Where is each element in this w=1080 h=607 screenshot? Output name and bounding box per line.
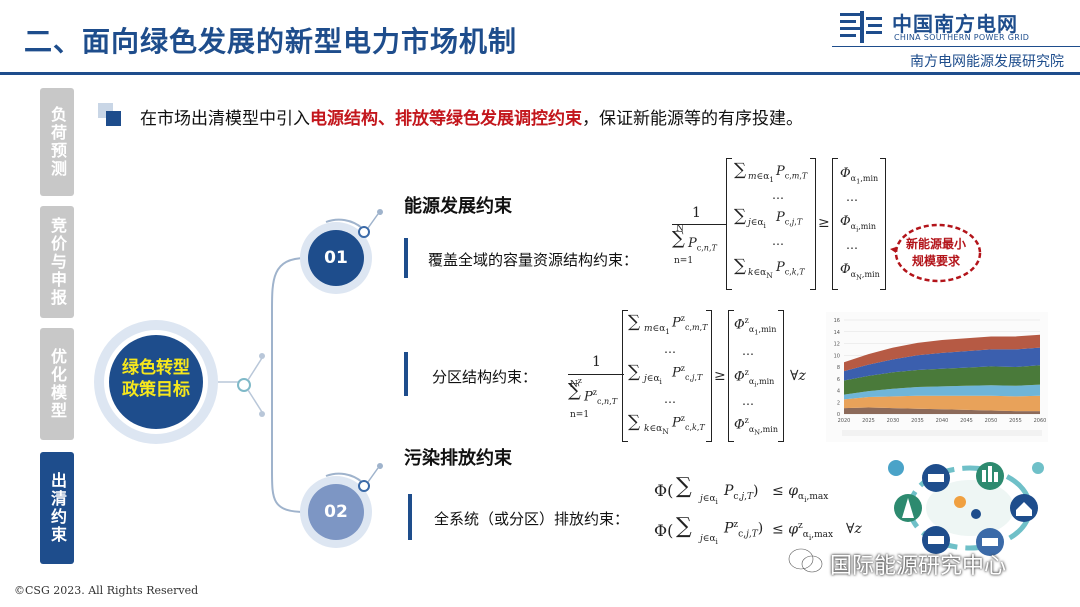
chart-y-tick-label: 0	[837, 412, 840, 418]
chart-x-tick-label: 2050	[985, 418, 998, 424]
chart-area-series-3	[844, 384, 1040, 400]
chart-x-tick-label: 2020	[838, 418, 851, 424]
intro-suffix: ，保证新能源等的有序投建。	[582, 109, 803, 129]
center-label: 绿色转型 政策目标	[117, 357, 195, 401]
wechat-icon	[788, 548, 823, 573]
tab-label: 竞价与申报	[48, 217, 67, 307]
chart-x-tick-label: 2040	[936, 418, 949, 424]
constraint-bar	[404, 238, 408, 278]
copyright: ©CSG 2023. All Rights Reserved	[14, 584, 199, 597]
center-circle	[109, 335, 203, 429]
chart-x-tick-label: 2060	[1034, 418, 1047, 424]
tab-load-forecast[interactable]: 负荷预测	[40, 88, 74, 196]
chart-x-tick-label: 2025	[862, 418, 875, 424]
node-02-circle	[308, 484, 364, 540]
badge-line1: 新能源最小	[905, 237, 966, 251]
emission-constraint-label: 全系统（或分区）排放约束：	[434, 510, 630, 528]
chart-y-tick-label: 4	[837, 389, 840, 395]
zonal-constraint-label: 分区结构约束：	[432, 368, 538, 386]
bullet-square-icon	[98, 103, 121, 126]
tab-bidding[interactable]: 竞价与申报	[40, 206, 74, 318]
chart-area-series-5	[844, 347, 1040, 381]
center-label-line1: 绿色转型	[122, 358, 190, 378]
header: 二、面向绿色发展的新型电力市场机制 中国南方电网 CHINA SOUTHERN …	[0, 0, 1080, 78]
chart-y-tick-label: 14	[834, 330, 840, 336]
tab-label: 出清约束	[48, 472, 67, 544]
capacity-area-chart: 0 2 4 6 8 10 12 14 16 2020 2025 2030 2035 2040 2045 20…	[826, 312, 1048, 442]
chart-x-tick-label: 2030	[887, 418, 900, 424]
intro-highlight: 电源结构、排放等绿色发展调控约束	[310, 109, 582, 129]
chart-x-tick-label: 2035	[911, 418, 924, 424]
constraint-bar	[408, 494, 412, 540]
chart-x-tick-label: 2055	[1009, 418, 1022, 424]
csg-logo: 中国南方电网 CHINA SOUTHERN POWER GRID	[838, 6, 1074, 46]
chart-x-tick-label: 2045	[960, 418, 973, 424]
chart-area-series-1	[844, 407, 1040, 414]
institute-box: 南方电网能源发展研究院	[832, 46, 1080, 74]
page-title: 二、面向绿色发展的新型电力市场机制	[24, 25, 518, 58]
watermark-text: 国际能源研究中心	[830, 554, 1007, 579]
energy-section-title: 能源发展约束	[404, 196, 512, 217]
tab-clearing-constraints[interactable]: 出清约束	[40, 452, 74, 564]
tab-label: 优化模型	[48, 348, 67, 420]
energy-system-illustration	[888, 460, 1044, 556]
chart-y-tick-label: 12	[834, 342, 840, 348]
center-label-line2: 政策目标	[122, 380, 190, 400]
capacity-constraint-label: 覆盖全域的容量资源结构约束：	[428, 251, 639, 269]
header-rule	[0, 72, 1080, 75]
pollution-section-title: 污染排放约束	[404, 448, 512, 469]
chart-area-series-2	[844, 395, 1040, 412]
chart-y-tick-label: 10	[834, 353, 840, 359]
node-01-circle	[308, 230, 364, 286]
chart-y-tick-label: 16	[834, 318, 840, 324]
chart-area-series-6	[844, 334, 1040, 372]
csg-logo-icon	[840, 11, 882, 43]
chart-y-tick-label: 6	[837, 377, 840, 383]
constraint-bar	[404, 352, 408, 396]
chart-y-tick-label: 8	[837, 365, 840, 371]
intro-prefix: 在市场出清模型中引入	[140, 109, 310, 129]
institute-name: 南方电网能源发展研究院	[910, 54, 1064, 70]
chart-area-series-4	[844, 365, 1040, 395]
node-01-label: 01	[324, 248, 348, 268]
badge-line2: 规模要求	[911, 254, 960, 268]
tab-label: 负荷预测	[48, 106, 67, 178]
badge-text: 新能源最小 规模要求	[896, 236, 976, 270]
node-02-label: 02	[324, 502, 348, 522]
logo-text-cn: 中国南方电网	[892, 12, 1018, 36]
intro-text: 在市场出清模型中引入电源结构、排放等绿色发展调控约束，保证新能源等的有序投建。	[140, 104, 803, 129]
logo-text-en: CHINA SOUTHERN POWER GRID	[894, 33, 1030, 42]
badge-shape	[890, 223, 982, 283]
tab-optimization-model[interactable]: 优化模型	[40, 328, 74, 440]
header-band	[0, 0, 832, 72]
chart-y-tick-label: 2	[837, 400, 840, 406]
